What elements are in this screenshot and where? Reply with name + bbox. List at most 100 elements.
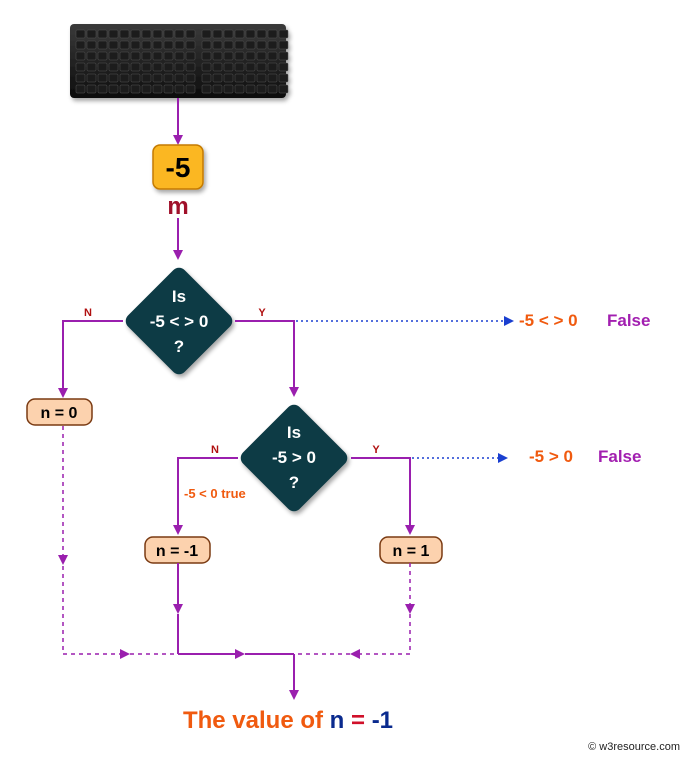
keyboard-key [185,62,196,72]
decision2-no-label: N [211,444,219,456]
keyboard-key [130,29,141,39]
keyboard-key [212,29,223,39]
decision2-outcome-result: False [598,447,641,466]
keyboard-key [141,29,152,39]
decision1-outcome-result: False [607,311,650,330]
keyboard-key [174,51,185,61]
keyboard-key [256,40,267,50]
keyboard-key [234,73,245,83]
keyboard-key [75,40,86,50]
box-n-neg-one-label: n = -1 [156,543,198,560]
decision2-line1: Is [287,423,301,442]
keyboard-key [108,73,119,83]
keyboard-key [152,51,163,61]
keyboard-key [119,62,130,72]
input-variable: m [167,193,188,220]
keyboard-key [119,51,130,61]
keyboard-key [201,73,212,83]
decision2-note: -5 < 0 true [184,486,246,501]
keyboard-key [86,40,97,50]
input-value: -5 [166,152,191,183]
keyboard-key [163,84,174,94]
keyboard-key [119,84,130,94]
decision1-line2: -5 < > 0 [150,312,209,331]
keyboard-key [185,73,196,83]
keyboard-key [130,84,141,94]
keyboard-key [86,51,97,61]
keyboard-key [234,62,245,72]
keyboard-key [245,40,256,50]
keyboard-key [212,51,223,61]
keyboard-key [130,40,141,50]
decision1-line3: ? [174,337,184,356]
credit: © w3resource.com [588,741,680,753]
keyboard-key [212,84,223,94]
keyboard-key [152,62,163,72]
keyboard-key [256,51,267,61]
keyboard-key [86,84,97,94]
box-n-one-label: n = 1 [393,543,430,560]
box-n-zero [26,398,93,426]
keyboard-key [245,29,256,39]
keyboard-key [75,84,86,94]
keyboard-key [212,40,223,50]
keyboard-key [86,73,97,83]
keyboard-key [163,73,174,83]
keyboard-key [141,62,152,72]
keyboard-key [278,84,289,94]
keyboard-key [256,62,267,72]
keyboard-key [174,40,185,50]
keyboard-key [185,29,196,39]
keyboard-key [97,84,108,94]
keyboard-key [108,62,119,72]
keyboard-key [201,40,212,50]
keyboard-key [108,29,119,39]
keyboard-key [108,51,119,61]
keyboard-key [141,84,152,94]
keyboard-key [75,51,86,61]
result-value: -1 [372,707,393,734]
keyboard-key [267,73,278,83]
keyboard-key [141,40,152,50]
result-eq: = [344,707,371,734]
keyboard-key [75,73,86,83]
keyboard-key [141,73,152,83]
keyboard-key [212,62,223,72]
keyboard-key [223,40,234,50]
keyboard-key [278,62,289,72]
keyboard-key [223,73,234,83]
keyboard-key [234,40,245,50]
keyboard-key [185,40,196,50]
decision1-yes-path [235,320,299,397]
keyboard-key [152,29,163,39]
keyboard-key [130,73,141,83]
decision1-no-label: N [84,307,92,319]
keyboard-key [97,40,108,50]
keyboard-key [245,62,256,72]
decision1-yes-label: Y [258,307,266,319]
keyboard-key [256,29,267,39]
keyboard-key [201,84,212,94]
keyboard-key [163,62,174,72]
keyboard-key [267,40,278,50]
keyboard-key [75,29,86,39]
keyboard-key [163,40,174,50]
keyboard-key [108,40,119,50]
result-text: The value of n = -1 [183,707,393,734]
keyboard-key [201,62,212,72]
keyboard-key [185,51,196,61]
keyboard-key [86,29,97,39]
keyboard-key [152,40,163,50]
keyboard-key [278,51,289,61]
keyboard-key [223,62,234,72]
decision2-yes-label: Y [372,444,380,456]
decision2-yes-path [351,457,415,535]
keyboard-key [278,40,289,50]
keyboard-key [130,62,141,72]
keyboard-key [97,29,108,39]
decision2-outcome-expr: -5 > 0 [529,447,573,466]
keyboard-key [245,51,256,61]
keyboard-key [174,29,185,39]
keyboard-key [163,29,174,39]
